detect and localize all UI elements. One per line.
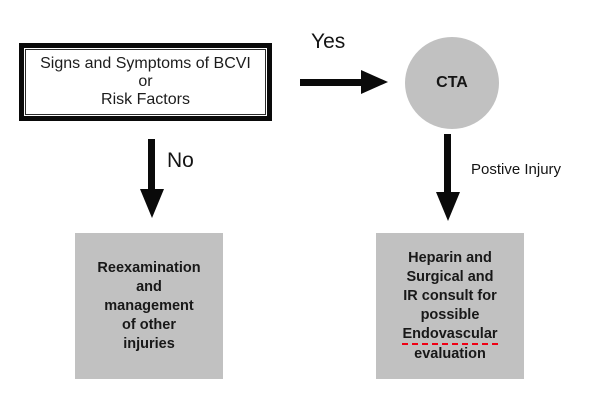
decision-line-3: Risk Factors [101, 91, 190, 108]
edge-label-yes: Yes [311, 30, 346, 53]
yes-arrow-shaft [300, 79, 363, 86]
no-arrow-head-icon [140, 189, 164, 218]
node-signs-symptoms-box: Signs and Symptoms of BCVI or Risk Facto… [19, 43, 272, 121]
heparin-line-3: IR consult for [403, 287, 497, 304]
edge-label-positive-injury: Postive Injury [471, 161, 562, 178]
heparin-line-6: evaluation [414, 345, 486, 362]
heparin-line-5: Endovascular [402, 325, 498, 345]
reexamination-line-2: and [136, 278, 162, 295]
spellcheck-underlined-word: Endovascular [402, 326, 498, 345]
node-heparin-box: Heparin and Surgical and IR consult for … [376, 233, 524, 379]
node-signs-symptoms-text: Signs and Symptoms of BCVI or Risk Facto… [25, 49, 266, 115]
edge-label-no: No [167, 149, 194, 172]
positive-injury-arrow-shaft [444, 134, 451, 193]
heparin-line-2: Surgical and [406, 268, 494, 285]
reexamination-line-1: Reexamination [97, 259, 201, 276]
reexamination-line-5: injuries [123, 335, 175, 352]
reexamination-line-4: of other [122, 316, 176, 333]
decision-line-2: or [138, 73, 153, 90]
reexamination-line-3: management [104, 297, 194, 314]
heparin-line-4: possible [420, 306, 480, 323]
node-cta-label: CTA [436, 74, 468, 91]
no-arrow-shaft [148, 139, 155, 190]
decision-line-1: Signs and Symptoms of BCVI [40, 55, 251, 72]
positive-injury-arrow-head-icon [436, 192, 460, 221]
node-reexamination-box: Reexamination and management of other in… [75, 233, 223, 379]
heparin-line-1: Heparin and [408, 249, 492, 266]
yes-arrow-head-icon [361, 70, 388, 94]
node-cta-circle: CTA [405, 37, 499, 129]
